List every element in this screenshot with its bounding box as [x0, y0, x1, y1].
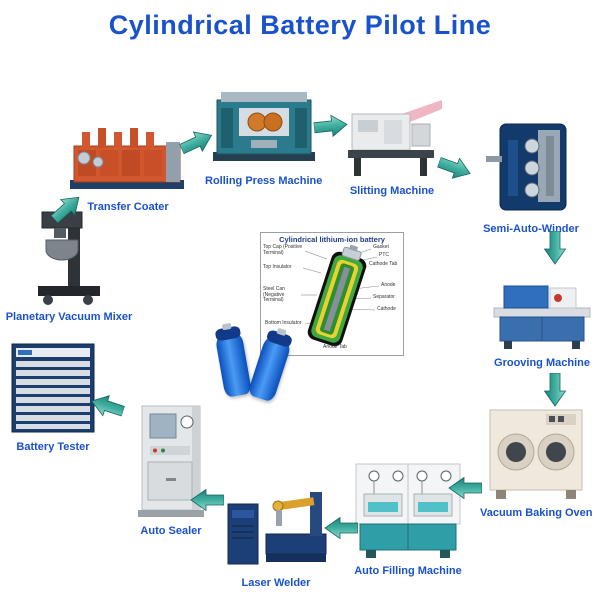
machine-label: Grooving Machine [494, 357, 590, 369]
station-battery-tester: Battery Tester [8, 340, 98, 453]
flow-arrow-grooving-to-oven [543, 372, 567, 407]
station-transfer-coater: Transfer Coater [68, 118, 188, 213]
battery-cell-icon [247, 335, 292, 403]
vacuum-baking-oven-image [484, 406, 588, 504]
transfer-coater-image [68, 118, 188, 198]
machine-label: Battery Tester [16, 441, 90, 453]
part-label-cathode-tab: Cathode Tab [369, 261, 398, 267]
flow-arrow-welder-to-sealer [190, 488, 225, 512]
flow-arrow-press-to-slitting [313, 112, 349, 139]
semi-auto-winder-image [480, 120, 582, 220]
grooving-machine-image [492, 272, 592, 354]
flow-arrow-coater-to-press [177, 124, 218, 160]
battery-cell-icon [214, 332, 253, 398]
slitting-machine-image [340, 94, 444, 182]
page-title: Cylindrical Battery Pilot Line [108, 10, 492, 40]
machine-label: Slitting Machine [349, 185, 435, 197]
station-auto-filling: Auto Filling Machine [352, 456, 464, 577]
machine-label: Laser Welder [241, 577, 311, 589]
flow-arrow-oven-to-filling [448, 476, 483, 500]
auto-sealer-image [126, 402, 216, 522]
machine-label: Vacuum Baking Oven [480, 507, 593, 519]
station-rolling-press: Rolling Press Machine [205, 86, 322, 187]
part-label-bottom-insulator: Bottom Insulator [265, 320, 302, 326]
flow-arrow-sealer-to-tester [87, 389, 127, 422]
part-label-separator: Separator [373, 294, 395, 300]
part-label-cathode: Cathode [377, 306, 396, 312]
flow-arrow-filling-to-welder [324, 516, 359, 540]
part-label-anode: Anode [381, 282, 396, 288]
machine-label: Auto Sealer [140, 525, 202, 537]
machine-label: Rolling Press Machine [205, 175, 323, 187]
flow-arrow-slitting-to-winder [435, 151, 475, 185]
part-label-steel-can: Steel Can (Negative Terminal) [263, 286, 285, 303]
laser-welder-image [222, 476, 330, 574]
station-semi-auto-winder: Semi-Auto-Winder [480, 120, 582, 235]
part-label-top-cap: Top Cap (Positive Terminal) [263, 244, 303, 256]
station-laser-welder: Laser Welder [222, 476, 330, 589]
flow-arrow-winder-to-grooving [543, 230, 567, 265]
station-auto-sealer: Auto Sealer [126, 402, 216, 537]
battery-cells-image [206, 316, 304, 406]
battery-cutaway-icon [301, 244, 380, 347]
machine-label: Planetary Vacuum Mixer [5, 311, 133, 323]
machine-label: Transfer Coater [87, 201, 169, 213]
part-label-ptc: PTC [379, 252, 389, 258]
battery-tester-image [8, 340, 98, 438]
station-grooving: Grooving Machine [492, 272, 592, 369]
part-label-gasket: Gasket [373, 244, 389, 250]
auto-filling-machine-image [352, 456, 464, 562]
part-label-top-insulator: Top Insulator [263, 264, 292, 270]
flow-arrow-mixer-to-coater [46, 188, 87, 229]
planetary-vacuum-mixer-image [28, 208, 110, 308]
station-slitting: Slitting Machine [340, 94, 444, 197]
machine-label: Auto Filling Machine [354, 565, 462, 577]
rolling-press-image [211, 86, 317, 172]
anatomy-title: Cylindrical lithium-ion battery [279, 235, 385, 244]
station-planetary-vacuum-mixer: Planetary Vacuum Mixer [2, 208, 136, 323]
station-vacuum-baking-oven: Vacuum Baking Oven [480, 406, 592, 519]
part-label-anode-tab: Anode Tab [323, 344, 347, 350]
